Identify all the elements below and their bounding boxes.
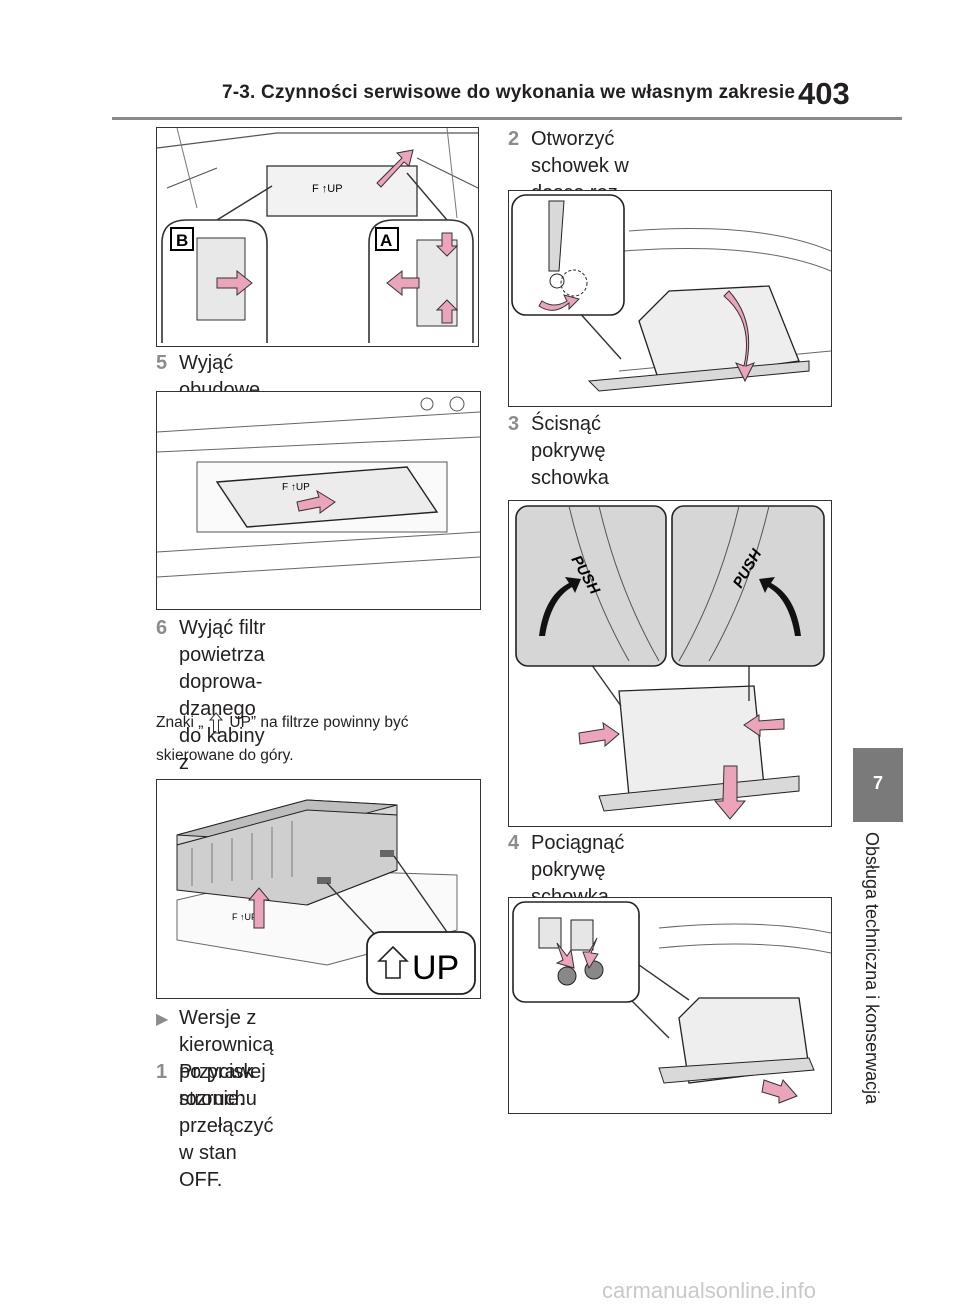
bullet-triangle-icon: ▶	[156, 1011, 169, 1028]
svg-text:F ↑UP: F ↑UP	[232, 912, 257, 922]
figure-pull-glovebox-cover	[508, 897, 832, 1114]
figure-open-glovebox	[508, 190, 832, 407]
step-number: 5	[156, 352, 168, 374]
header-divider	[112, 117, 902, 120]
section-title: 7-3. Czynności serwisowe do wykonania we…	[222, 82, 796, 103]
chapter-tab[interactable]: 7	[853, 748, 903, 822]
chapter-title: Obsługa techniczna i konserwacja	[862, 832, 882, 1105]
figure-push-glovebox-sides: PUSH PUSH	[508, 500, 832, 827]
watermark: carmanualsonline.info	[602, 1278, 817, 1303]
step-number: 2	[508, 128, 520, 150]
figure-remove-filter-housing: F ↑UP	[156, 391, 481, 610]
svg-text:F ↑UP: F ↑UP	[312, 183, 343, 195]
up-arrow-icon	[209, 712, 224, 734]
chapter-number: 7	[872, 773, 883, 793]
note-prefix: Znaki „	[156, 714, 204, 732]
chapter-title-vertical: Obsługa techniczna i konserwacja	[852, 832, 888, 1122]
step-number: 3	[508, 413, 520, 435]
figure-filter-cover-clips: F ↑UP B A	[156, 127, 479, 347]
note-suffix: UP” na filtrze powinny być	[229, 714, 409, 732]
step-number: 1	[156, 1061, 168, 1083]
step-text: Przycisk rozruchu przełączyć w stan OFF.	[179, 1061, 274, 1191]
step-number: 6	[156, 617, 168, 639]
up-label: UP	[412, 949, 459, 987]
callout-b: B	[176, 231, 188, 250]
bullet-text: Wersje z kierownicą po prawej stronie:	[179, 1007, 274, 1110]
figure-filter-up-marking: F ↑UP UP	[156, 779, 481, 999]
page-number: 403	[798, 76, 850, 111]
svg-text:F ↑UP: F ↑UP	[282, 482, 310, 493]
step-number: 4	[508, 832, 520, 854]
up-marking-note-line2: skierowane do góry.	[156, 747, 294, 764]
up-marking-note: Znaki „ UP” na filtrze powinny być	[156, 712, 409, 734]
callout-a: A	[380, 231, 392, 250]
